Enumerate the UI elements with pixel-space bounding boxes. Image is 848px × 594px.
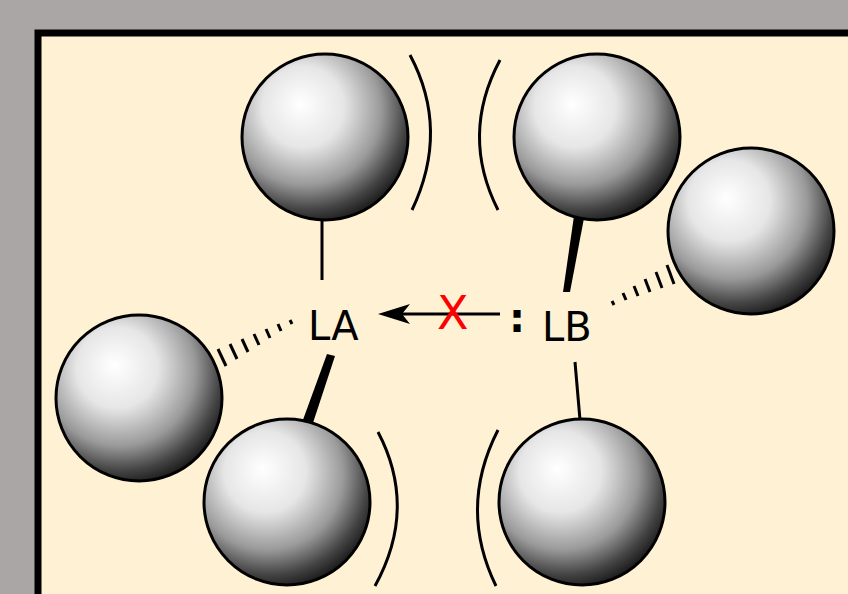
bonds bbox=[300, 216, 584, 432]
lone-pair-dots: : bbox=[509, 298, 525, 338]
steric-brackets bbox=[375, 55, 500, 586]
lewis-acid-label: LA bbox=[308, 306, 359, 346]
substituent-spheres bbox=[56, 54, 834, 585]
hashed-wedges bbox=[218, 265, 674, 366]
panel bbox=[38, 33, 848, 594]
blocked-mark: X bbox=[437, 290, 469, 336]
lewis-base-label: LB bbox=[542, 307, 592, 347]
